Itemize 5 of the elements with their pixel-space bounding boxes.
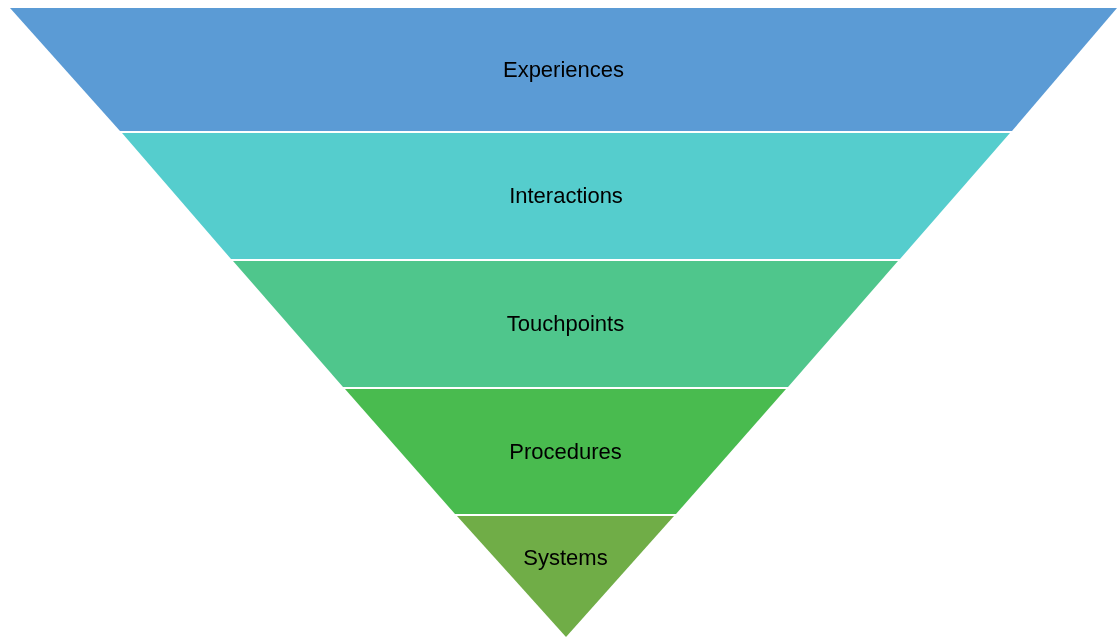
band-label: Procedures (509, 438, 622, 465)
band-label: Experiences (502, 56, 625, 83)
band-label: Systems (523, 545, 608, 571)
band-label: Interactions (509, 183, 623, 209)
band-label: Touchpoints (506, 311, 625, 337)
